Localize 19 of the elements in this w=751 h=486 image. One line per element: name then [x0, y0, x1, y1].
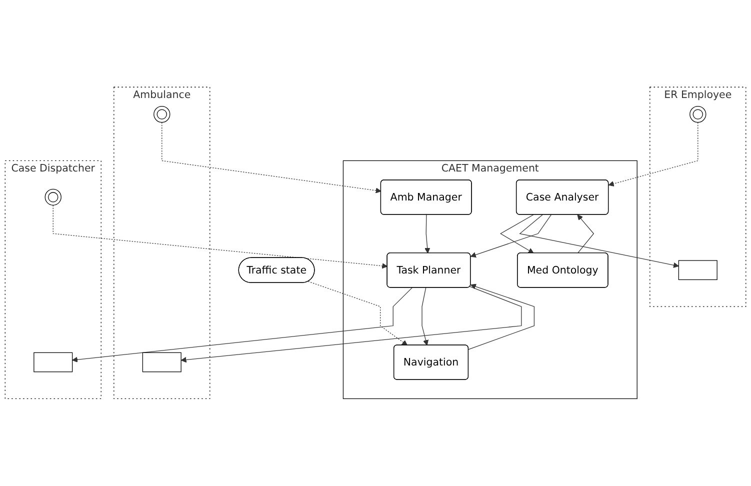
arrow — [500, 214, 534, 254]
arrow — [52, 204, 388, 269]
arrow — [470, 214, 552, 258]
arrow — [577, 214, 594, 254]
node-circle — [44, 188, 62, 206]
node-circle — [154, 106, 170, 123]
node-box — [678, 260, 718, 280]
arrow — [468, 284, 535, 350]
arrow — [162, 122, 382, 194]
node-circle — [690, 106, 706, 123]
arrow — [608, 122, 698, 187]
arrow — [424, 214, 430, 254]
arrow — [72, 287, 412, 363]
node-box — [142, 352, 182, 372]
arrow — [422, 287, 429, 346]
arrow — [308, 281, 408, 346]
arrow — [519, 214, 679, 268]
node-box — [34, 352, 73, 372]
arrow — [180, 286, 522, 363]
